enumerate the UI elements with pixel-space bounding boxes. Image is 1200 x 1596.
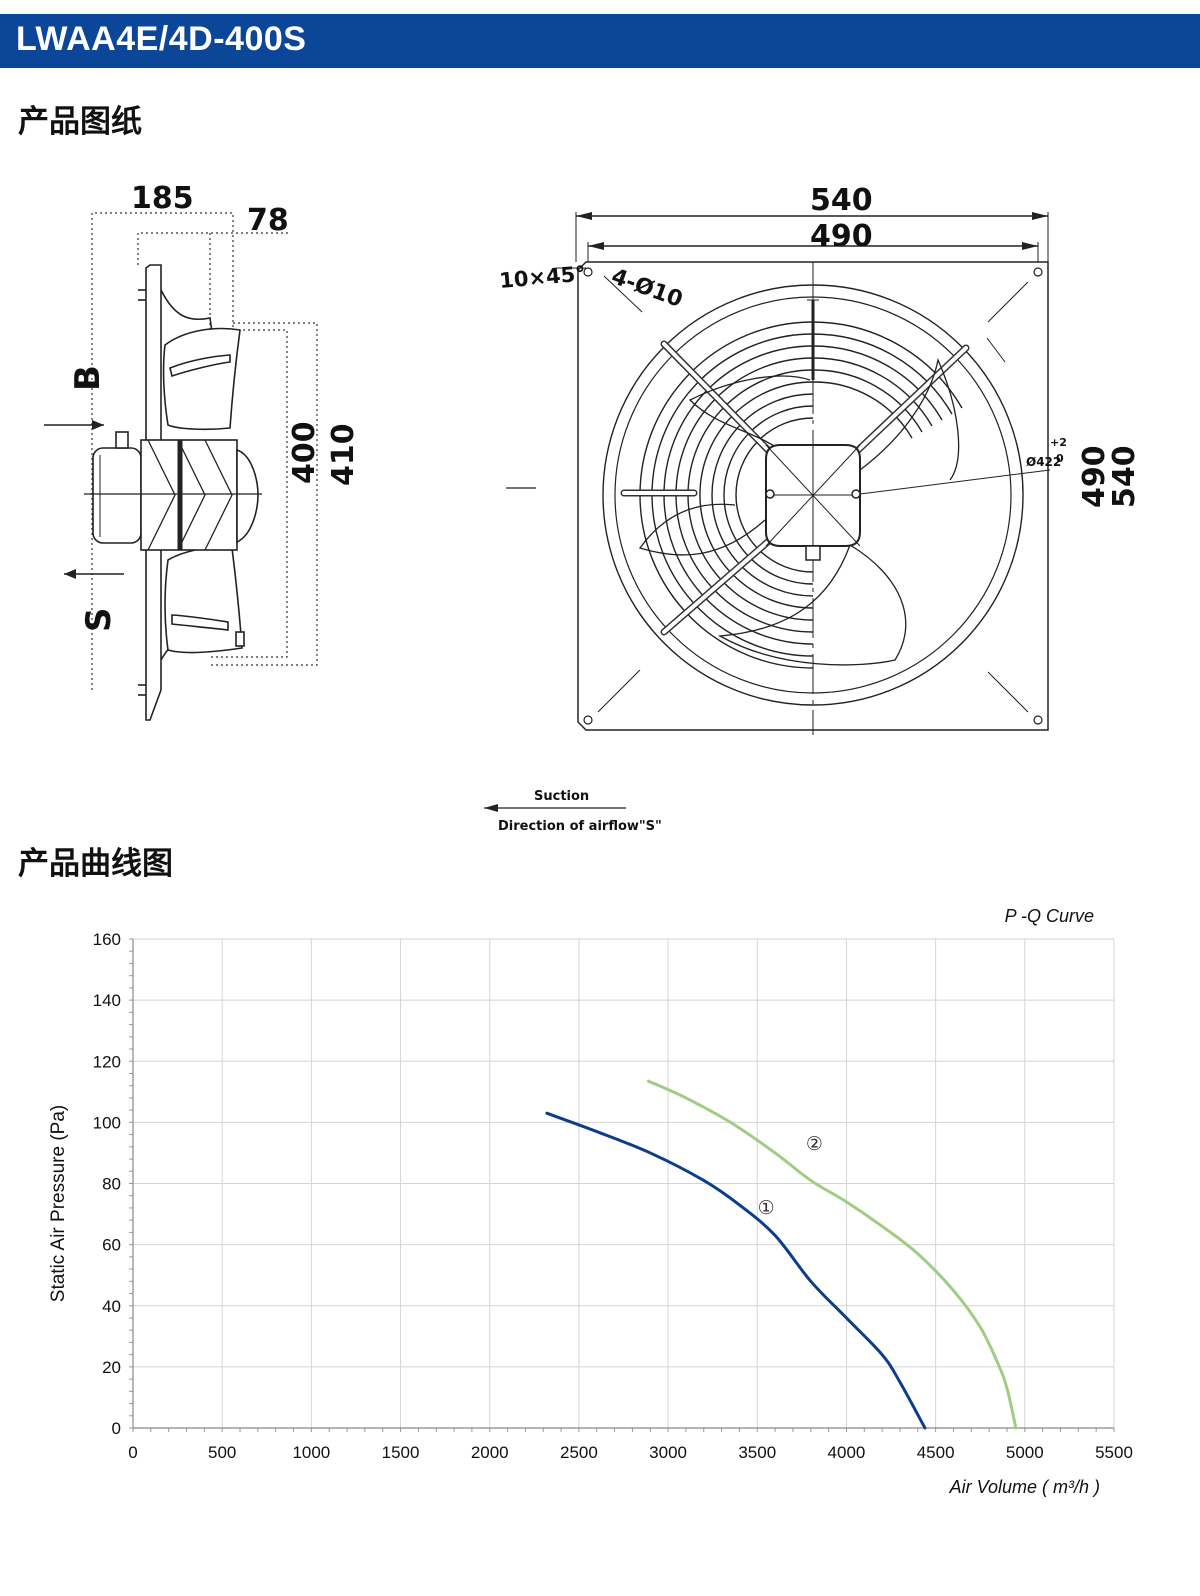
series-label-1: ①: [758, 1198, 775, 1219]
dim-185: 185: [131, 181, 194, 216]
airflow-direction-label: Direction of airflow"S": [498, 819, 662, 834]
y-tick-label: 40: [102, 1297, 121, 1316]
x-tick-label: 5000: [1006, 1443, 1044, 1462]
dim-78: 78: [247, 203, 289, 238]
chart-series: [545, 1079, 1018, 1430]
y-axis-title: Static Air Pressure (Pa): [48, 1105, 69, 1302]
x-axis-title: Air Volume ( m³/h ): [949, 1477, 1100, 1497]
x-tick-label: 4500: [917, 1443, 955, 1462]
series-line-2: [646, 1079, 1018, 1430]
y-tick-label: 160: [93, 930, 121, 949]
chart-title: P -Q Curve: [1005, 906, 1094, 926]
dim-540-width: 540: [810, 183, 873, 218]
section-title-drawing: 产品图纸: [18, 104, 142, 140]
dim-540-height: 540: [1107, 445, 1142, 508]
section-title-curve: 产品曲线图: [18, 846, 173, 882]
dim-410: 410: [326, 423, 361, 486]
ring-diameter-label: Ø422: [1026, 455, 1061, 469]
x-tick-label: 4000: [828, 1443, 866, 1462]
header-bar: LWAA4E/4D-400S: [0, 14, 1200, 68]
label-s: S: [79, 608, 119, 633]
airflow-direction-arrow: [484, 804, 626, 812]
chart-grid: [132, 938, 1115, 1429]
front-view: [506, 212, 1051, 735]
series-label-2: ②: [806, 1134, 823, 1155]
x-tick-label: 3500: [738, 1443, 776, 1462]
airflow-suction-label: Suction: [534, 789, 589, 804]
x-tick-label: 0: [128, 1443, 137, 1462]
x-tick-label: 500: [208, 1443, 236, 1462]
x-tick-label: 3000: [649, 1443, 687, 1462]
dim-400: 400: [287, 421, 322, 484]
x-tick-label: 2500: [560, 1443, 598, 1462]
x-tick-label: 1500: [382, 1443, 420, 1462]
label-b: B: [68, 365, 108, 391]
ring-tol-upper: +2: [1050, 436, 1067, 449]
y-tick-label: 140: [93, 991, 121, 1010]
page-title: LWAA4E/4D-400S: [16, 20, 307, 58]
y-tick-label: 60: [102, 1236, 121, 1255]
series-line-1: [545, 1111, 927, 1430]
side-view: [44, 212, 318, 721]
y-tick-label: 80: [102, 1175, 121, 1194]
dim-490-width: 490: [810, 219, 873, 254]
y-tick-label: 120: [93, 1052, 121, 1071]
technical-drawing: 185 78 400 410 B S: [44, 140, 1155, 840]
ring-tol-lower: 0: [1056, 452, 1064, 465]
y-tick-label: 20: [102, 1358, 121, 1377]
y-tick-label: 0: [112, 1419, 121, 1438]
x-tick-label: 5500: [1095, 1443, 1133, 1462]
x-tick-label: 1000: [292, 1443, 330, 1462]
dim-490-height: 490: [1077, 445, 1112, 508]
x-tick-label: 2000: [471, 1443, 509, 1462]
y-tick-label: 100: [93, 1113, 121, 1132]
